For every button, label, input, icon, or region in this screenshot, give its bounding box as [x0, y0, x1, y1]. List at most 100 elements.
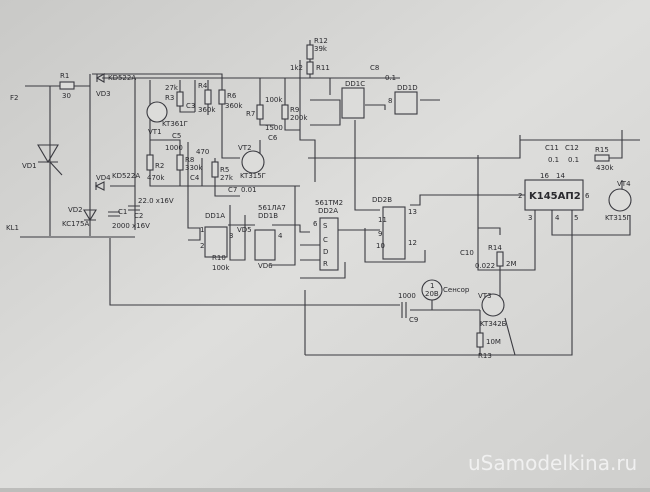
- components: [37, 44, 632, 348]
- label-r12: R12: [314, 37, 328, 45]
- label-r9-value: 200k: [290, 114, 308, 122]
- flipflop-dd2a: [319, 217, 339, 271]
- label-c3: C3: [186, 102, 195, 110]
- label-r12-value: 39k: [314, 45, 328, 53]
- capacitor-c2: [128, 205, 140, 211]
- varistor-vd1: [37, 144, 63, 176]
- zener-vd2: [83, 209, 97, 222]
- label-r8-value: 330k: [185, 164, 203, 172]
- pin-label: 13: [408, 208, 417, 216]
- label-vt3-type: KT342Б: [480, 320, 507, 328]
- label-ic: K145АП2: [529, 191, 581, 202]
- transistor-vt3: [481, 293, 505, 317]
- label-dd2a: DD2A: [318, 207, 338, 215]
- label-r11-value: 1k2: [290, 64, 303, 72]
- label-r7: R7: [246, 110, 255, 118]
- resistor-r9: [281, 104, 289, 120]
- label-dd1-type: 561ЛА7: [258, 204, 286, 212]
- label-r11: R11: [316, 64, 330, 72]
- pin-label: 3: [528, 214, 532, 222]
- pin-label: 3: [229, 232, 233, 240]
- label-r15-value: 430k: [596, 164, 614, 172]
- label-r6-value: 360k: [225, 102, 243, 110]
- resistor-r6: [218, 89, 226, 105]
- resistor-r3: [176, 91, 184, 107]
- label-c9-value: 1000: [398, 292, 416, 300]
- resistor-r13: [476, 332, 484, 348]
- capacitor-c9: [401, 302, 407, 318]
- touch-sensor: [421, 279, 443, 301]
- label-r5: R5: [220, 166, 229, 174]
- label-r2: R2: [155, 162, 164, 170]
- label-c7: C7: [228, 186, 237, 194]
- label-c2-value: 22.0 x16V: [138, 197, 174, 205]
- label-dd2b: DD2B: [372, 196, 392, 204]
- pin-label: 1: [200, 226, 204, 234]
- capacitor-c1: [108, 211, 120, 217]
- label-vt2: VT2: [238, 144, 252, 152]
- resistor-r12: [306, 44, 314, 60]
- pin-label: R: [323, 260, 328, 268]
- label-r15: R15: [595, 146, 609, 154]
- watermark: uSamodelkina.ru: [468, 451, 637, 475]
- label-vd3: VD3: [96, 90, 111, 98]
- wires: [20, 40, 640, 356]
- label-vt1-type: KT361Г: [162, 120, 188, 128]
- pin-label: 6: [585, 192, 590, 200]
- label-r14-value: 2M: [506, 260, 517, 268]
- resistor-r11: [306, 61, 314, 75]
- pin-label: 11: [378, 216, 387, 224]
- resistor-r8: [176, 154, 184, 171]
- label-r13-value: 10M: [486, 338, 501, 346]
- gate-dd1d: [394, 91, 418, 115]
- label-vt4-type: KT315Г: [605, 214, 631, 222]
- label-r7-value: 100k: [265, 96, 283, 104]
- resistor-r5: [211, 161, 219, 178]
- pin-label: 10: [376, 242, 385, 250]
- diode-vd3: [95, 73, 105, 83]
- label-f2: F2: [10, 94, 18, 102]
- label-r3: R3: [165, 94, 174, 102]
- label-vd5: VD5: [237, 226, 252, 234]
- resistor-r1: [59, 81, 75, 90]
- label-r8: R8: [185, 156, 194, 164]
- label-c1: C1: [118, 208, 127, 216]
- resistor-r4: [204, 89, 212, 105]
- label-c2: C2: [134, 212, 143, 220]
- label-c7-value: 0.01: [241, 186, 257, 194]
- label-c1-value: 2000 x16V: [112, 222, 150, 230]
- label-c6-value: 1500: [265, 124, 283, 132]
- label-vt1: VT1: [148, 128, 162, 136]
- label-dd1a: DD1A: [205, 212, 225, 220]
- label-r14: R14: [488, 244, 502, 252]
- transistor-vt4: [608, 188, 632, 212]
- pin-label: D: [323, 248, 328, 256]
- label-c12: C12: [565, 144, 579, 152]
- label-kl1: KL1: [6, 224, 19, 232]
- transistor-vt1: [146, 101, 168, 123]
- label-c9: C9: [409, 316, 418, 324]
- pin-label: 12: [408, 239, 417, 247]
- label-dd1b: DD1B: [258, 212, 278, 220]
- label-r6: R6: [227, 92, 237, 100]
- resistor-r2: [146, 154, 154, 171]
- label-r13: R13: [478, 352, 492, 360]
- label-vd4: VD4: [96, 174, 111, 182]
- label-r3-value: 27k: [165, 84, 179, 92]
- label-sensor-voltage: 20В: [425, 290, 439, 298]
- label-vd6: VD6: [258, 262, 273, 270]
- label-r4: R4: [198, 82, 208, 90]
- label-vt4: VT4: [617, 180, 631, 188]
- label-dd1d: DD1D: [397, 84, 418, 92]
- pin-label: S: [323, 222, 328, 230]
- gate-dd1a: [204, 226, 228, 258]
- label-sensor-number: 1: [430, 282, 434, 290]
- pin-label: 8: [388, 97, 392, 105]
- label-r1: R1: [60, 72, 69, 80]
- label-c10: C10: [460, 249, 474, 257]
- label-c6: C6: [268, 134, 278, 142]
- pin-label: 4: [555, 214, 560, 222]
- ic-k145ap2: [524, 179, 584, 211]
